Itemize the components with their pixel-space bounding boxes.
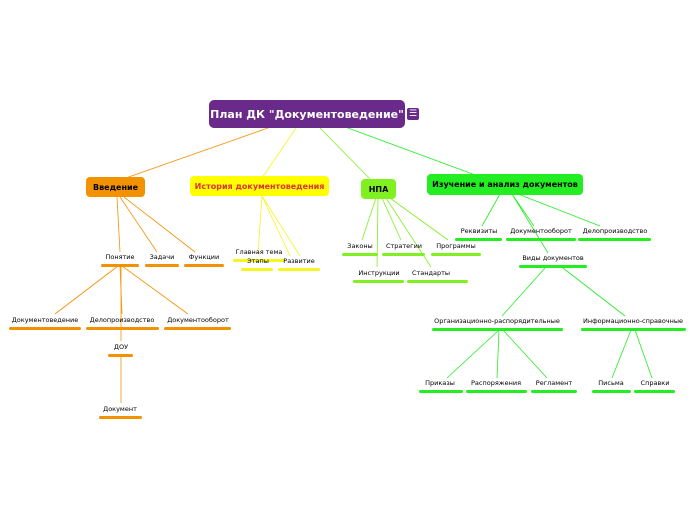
root-node[interactable]: План ДК "Документоведение" xyxy=(209,100,405,128)
connector-6 xyxy=(123,196,196,253)
connector-30 xyxy=(634,329,653,379)
leaf-study-certificates-underline xyxy=(634,390,675,393)
connector-7 xyxy=(54,265,119,315)
leaf-intro-recordkeeping[interactable]: Делопроизводство xyxy=(89,316,155,324)
connector-17 xyxy=(381,197,402,241)
leaf-intro-document-underline xyxy=(99,416,142,419)
connector-24 xyxy=(501,267,546,317)
leaf-study-directives-underline xyxy=(466,390,527,393)
connector-19 xyxy=(389,197,449,241)
leaf-history-stages[interactable]: Этапы xyxy=(247,257,269,265)
leaf-study-info[interactable]: Информационно-справочные xyxy=(582,317,684,325)
leaf-intro-document[interactable]: Документ xyxy=(103,405,137,413)
leaf-intro-docflow-underline xyxy=(164,327,231,330)
branch-intro-label: Введение xyxy=(92,182,139,192)
leaf-study-rk-underline xyxy=(578,238,651,241)
leaf-history-dev-underline xyxy=(278,268,320,271)
connector-22 xyxy=(517,193,601,227)
leaf-study-info-underline xyxy=(581,328,686,331)
leaf-intro-tasks[interactable]: Задачи xyxy=(149,253,175,261)
leaf-intro-docstudy[interactable]: Документоведение xyxy=(11,316,79,324)
leaf-study-orders-underline xyxy=(419,390,463,393)
connector-5 xyxy=(119,196,158,253)
leaf-npa-instructions-underline xyxy=(353,280,404,283)
branch-npa-label: НПА xyxy=(368,184,389,194)
leaf-npa-standards-underline xyxy=(407,280,468,283)
connector-29 xyxy=(611,329,632,379)
leaf-intro-functions[interactable]: Функции xyxy=(188,253,220,261)
leaf-study-letters[interactable]: Письма xyxy=(598,379,624,387)
leaf-npa-programs-underline xyxy=(431,253,481,256)
leaf-study-docflow-underline xyxy=(506,238,576,241)
leaf-study-types-underline xyxy=(519,265,587,268)
leaf-intro-recordkeeping-underline xyxy=(86,327,159,330)
leaf-npa-strategies-underline xyxy=(382,253,425,256)
leaf-study-letters-underline xyxy=(592,390,631,393)
branch-npa[interactable]: НПА xyxy=(361,179,396,199)
branch-study-label: Изучение и анализ документов xyxy=(432,180,578,189)
leaf-intro-dou-underline xyxy=(108,354,133,357)
leaf-npa-laws[interactable]: Законы xyxy=(347,242,373,250)
connector-14 xyxy=(261,195,301,257)
connector-25 xyxy=(562,267,626,317)
branch-history[interactable]: История документоведения xyxy=(190,176,329,196)
connector-20 xyxy=(481,193,501,227)
leaf-study-types[interactable]: Виды документов xyxy=(522,254,584,262)
leaf-npa-standards[interactable]: Стандарты xyxy=(411,269,451,277)
leaf-study-org[interactable]: Организационно-распорядительные xyxy=(434,317,560,325)
leaf-history-stages-underline xyxy=(241,268,273,271)
connector-15 xyxy=(361,197,377,241)
leaf-study-org-underline xyxy=(432,328,563,331)
leaf-history-dev[interactable]: Развитие xyxy=(283,257,315,265)
menu-icon[interactable]: ☰ xyxy=(407,108,419,120)
leaf-study-orders[interactable]: Приказы xyxy=(425,379,455,387)
connector-12 xyxy=(257,195,263,254)
leaf-study-directives[interactable]: Распоряжения xyxy=(471,379,521,387)
connector-13 xyxy=(261,195,291,257)
leaf-history-main-underline xyxy=(233,259,285,262)
leaf-study-docflow[interactable]: Документооборот xyxy=(510,227,572,235)
connector-9 xyxy=(121,265,189,315)
connector-3 xyxy=(347,127,479,177)
leaf-study-certificates[interactable]: Справки xyxy=(640,379,670,387)
leaf-intro-docstudy-underline xyxy=(9,327,81,330)
leaf-intro-functions-underline xyxy=(184,264,224,267)
leaf-intro-tasks-underline xyxy=(145,264,179,267)
root-label: План ДК "Документоведение" xyxy=(210,107,404,121)
connector-4 xyxy=(116,196,121,253)
leaf-intro-concept-underline xyxy=(101,264,139,267)
leaf-npa-instructions[interactable]: Инструкции xyxy=(358,269,400,277)
connector-28 xyxy=(502,329,548,379)
leaf-history-main[interactable]: Главная тема xyxy=(235,248,283,256)
branch-history-label: История документоведения xyxy=(194,181,325,191)
branch-study[interactable]: Изучение и анализ документов xyxy=(427,174,583,195)
leaf-npa-strategies[interactable]: Стратегии xyxy=(385,242,423,250)
leaf-study-req-underline xyxy=(455,238,502,241)
connector-1 xyxy=(261,127,297,179)
leaf-study-regulation-underline xyxy=(531,390,577,393)
leaf-study-req[interactable]: Реквизиты xyxy=(460,227,498,235)
leaf-study-regulation[interactable]: Регламент xyxy=(535,379,573,387)
connector-27 xyxy=(496,329,500,379)
connector-23 xyxy=(511,193,549,254)
leaf-study-rk[interactable]: Делопроизводство xyxy=(582,227,648,235)
leaf-npa-programs[interactable]: Программы xyxy=(436,242,476,250)
leaf-intro-concept[interactable]: Понятие xyxy=(105,253,135,261)
branch-intro[interactable]: Введение xyxy=(86,177,145,197)
connector-2 xyxy=(319,127,373,182)
leaf-intro-dou[interactable]: ДОУ xyxy=(113,343,129,351)
connector-0 xyxy=(119,127,269,181)
connector-26 xyxy=(446,329,500,379)
leaf-npa-laws-underline xyxy=(342,253,378,256)
leaf-intro-docflow[interactable]: Документооборот xyxy=(167,316,229,324)
